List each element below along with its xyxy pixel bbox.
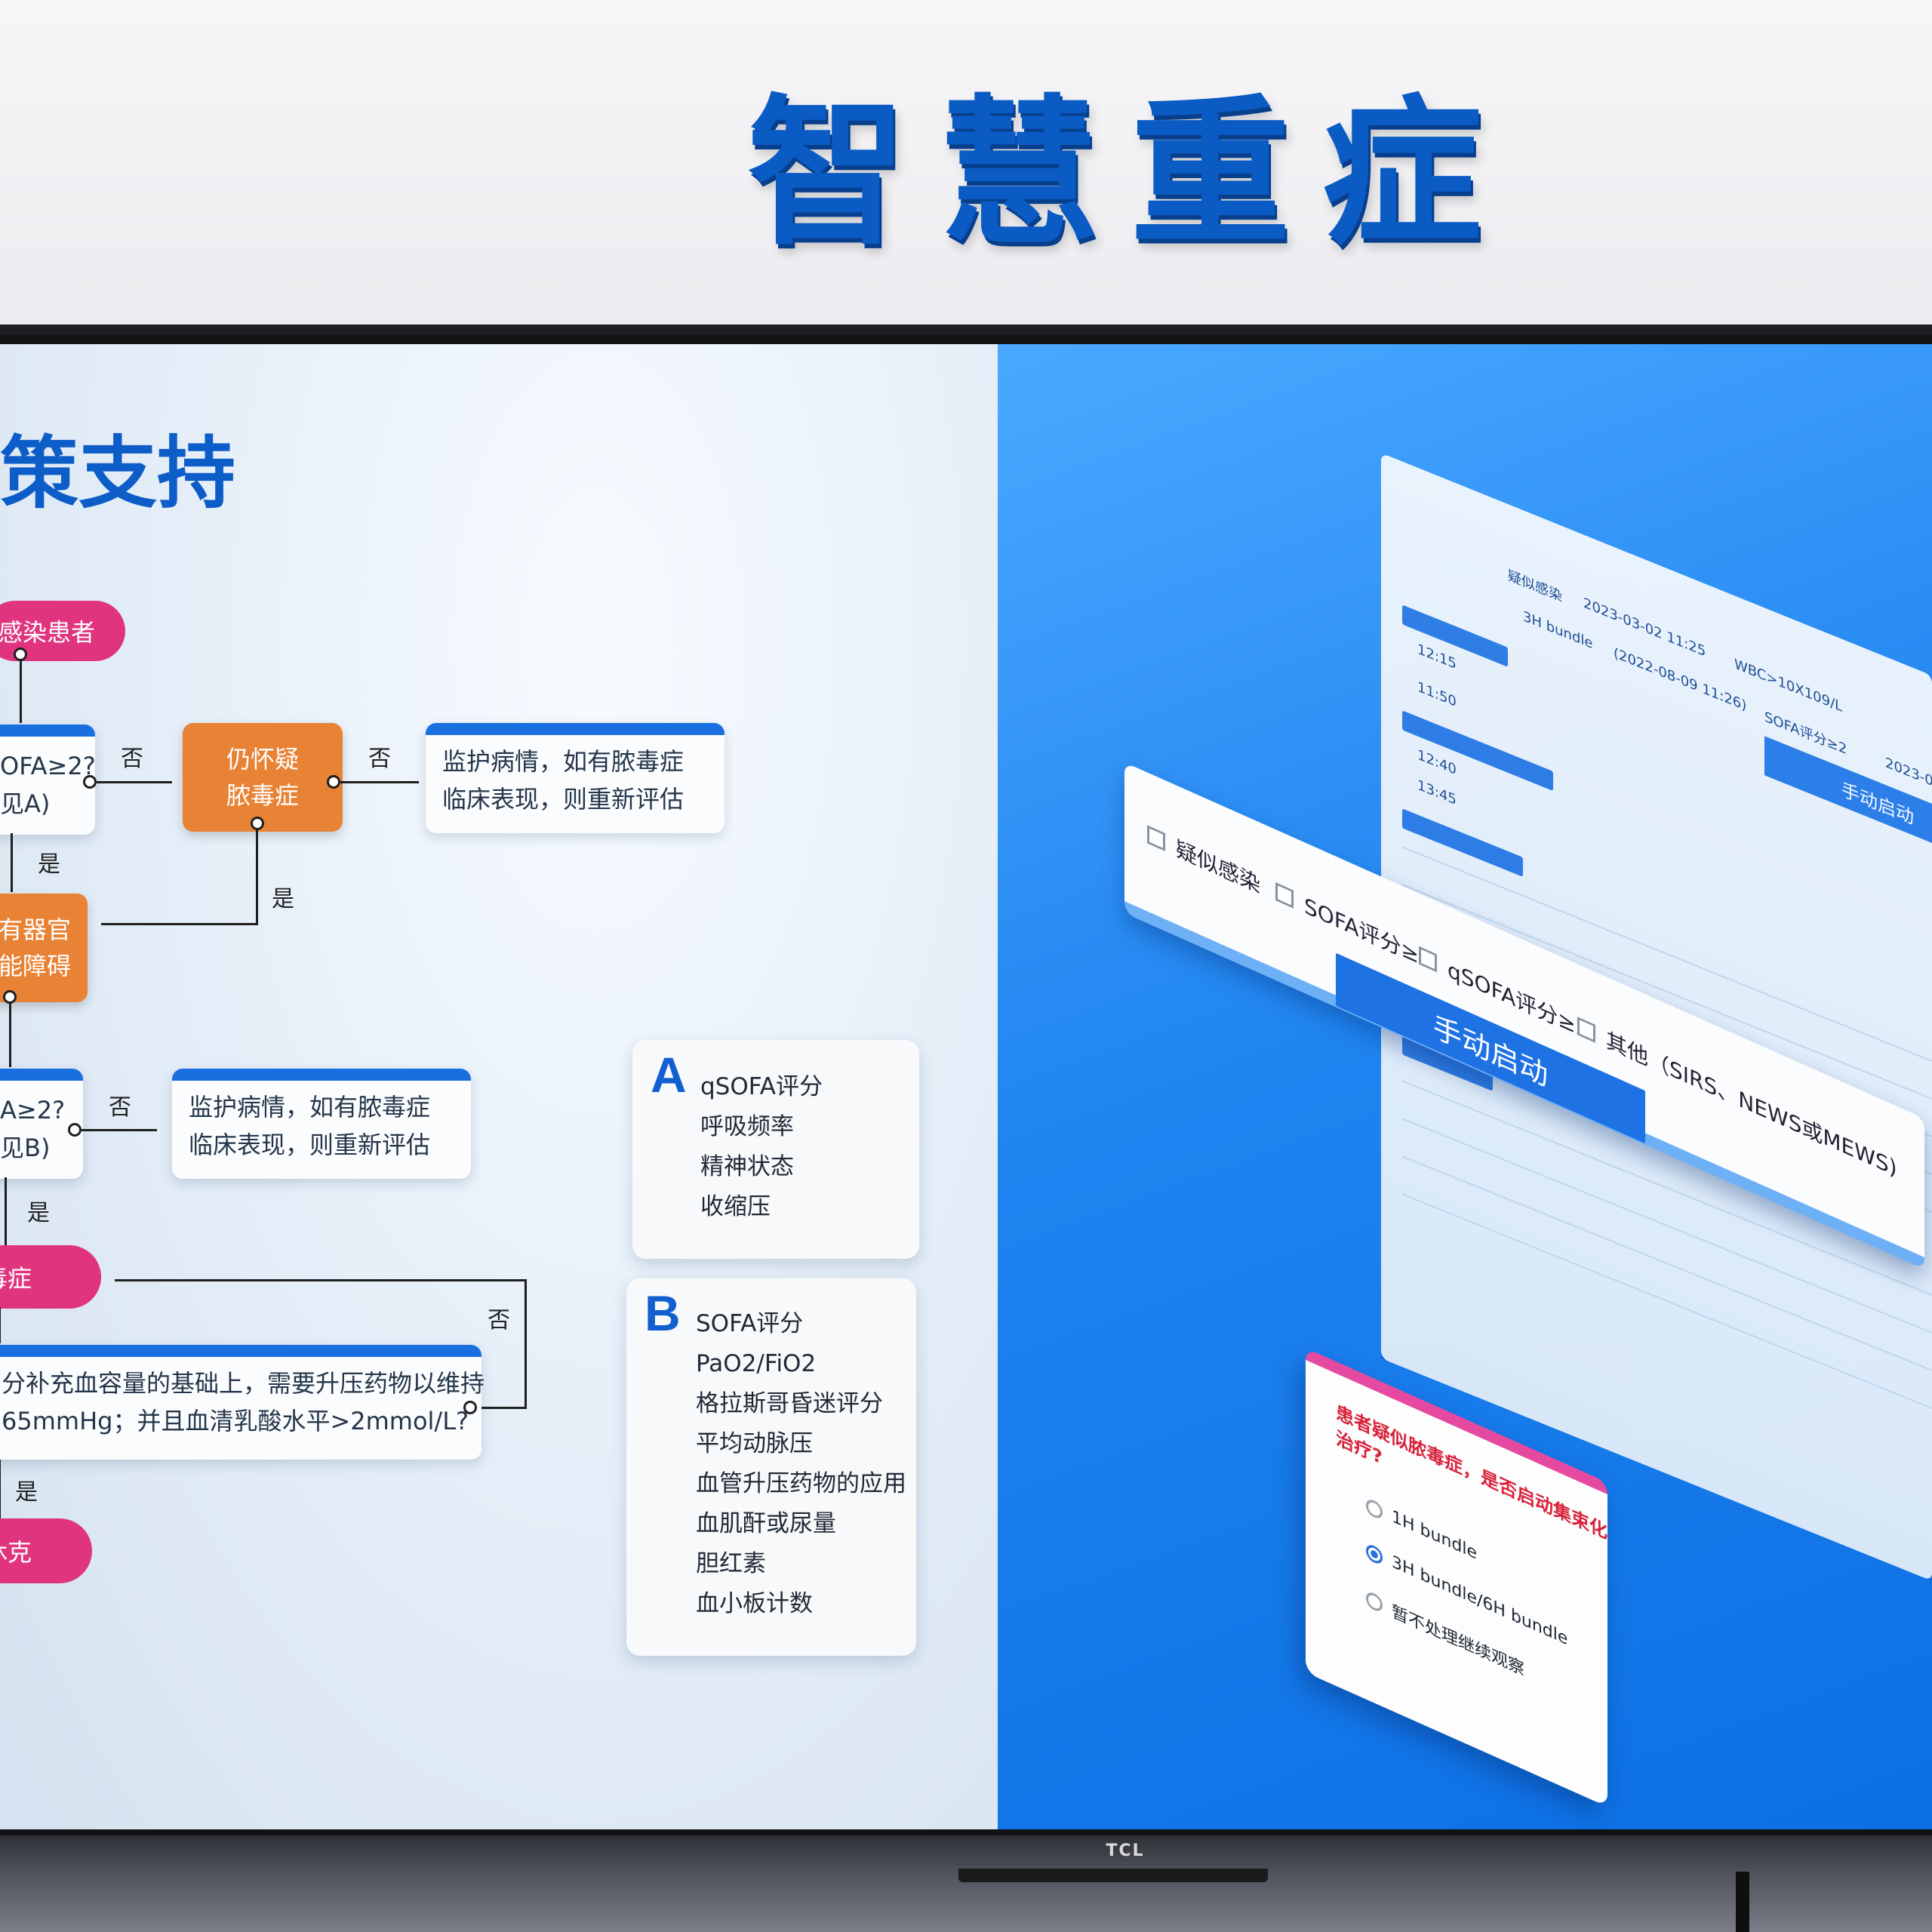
legend-b-item: 胆红素 <box>696 1550 766 1577</box>
dash-section-bar <box>1402 808 1523 877</box>
legend-b-item: 格拉斯哥昏迷评分 <box>696 1390 883 1417</box>
yes-label: 是 <box>38 851 60 878</box>
monitor-1-line1: 监护病情，如有脓毒症 <box>442 747 685 776</box>
legend-a-item: qSOFA评分 <box>700 1073 823 1100</box>
still-suspect-line1: 仍怀疑 <box>226 745 299 774</box>
connector-line <box>82 1129 157 1131</box>
connector-dot <box>3 990 17 1004</box>
yes-label: 是 <box>27 1200 50 1226</box>
legend-b-item: 血肌酐或尿量 <box>696 1510 836 1537</box>
organ-line1: 有器官 <box>0 915 72 944</box>
connector-dot <box>14 648 27 661</box>
connector-line <box>340 781 419 783</box>
legend-b-item: 血管升压药物的应用 <box>696 1470 906 1497</box>
legend-a-letter: A <box>651 1047 687 1103</box>
connector-line <box>11 833 13 892</box>
dash-bundle-time: (2022-08-09 11:26) <box>1614 645 1747 715</box>
no-label: 否 <box>109 1094 131 1121</box>
monitor-box-1: 监护病情，如有脓毒症 临床表现，则重新评估 <box>426 723 724 833</box>
connector-dot <box>327 775 340 789</box>
sepsis-label: 毒症 <box>0 1264 32 1293</box>
connector-line <box>481 1407 527 1409</box>
legend-a-items: qSOFA评分 呼吸频率 精神状态 收缩压 <box>700 1067 823 1227</box>
connector-dot <box>251 817 264 830</box>
dash-timestamp: 2023-03-02 11:25 <box>1583 595 1706 660</box>
flowchart-panel: 策支持 感染患者 OFA≥2? 见A) 否 仍怀疑 脓毒症 否 监护病情，如有脓… <box>0 344 998 1829</box>
legend-b-item: PaO2/FiO2 <box>696 1350 817 1377</box>
monitor-2-line1: 监护病情，如有脓毒症 <box>189 1093 431 1121</box>
connector-dot <box>463 1401 477 1414</box>
still-suspect-box: 仍怀疑 脓毒症 <box>183 723 343 832</box>
tv-brand-logo: TCL <box>1106 1841 1145 1860</box>
infection-patient-label: 感染患者 <box>0 618 96 647</box>
qsofa-question-line2: 见A) <box>0 789 51 818</box>
connector-dot <box>83 775 97 789</box>
tv-stand <box>958 1869 1268 1882</box>
dash-manual-start-button[interactable]: 手动启动 <box>1764 736 1932 866</box>
monitor-box-2: 监护病情，如有脓毒症 临床表现，则重新评估 <box>172 1069 471 1179</box>
legend-b-letter: B <box>645 1285 681 1341</box>
shock-node: 休克 <box>0 1518 92 1583</box>
dash-suspected-infection: 疑似感染 <box>1508 567 1562 605</box>
legend-a-item: 收缩压 <box>700 1193 771 1220</box>
checkbox-icon[interactable] <box>1577 1017 1595 1043</box>
legend-card-a: A qSOFA评分 呼吸频率 精神状态 收缩压 <box>632 1040 919 1259</box>
sepsis-node: 毒症 <box>0 1245 101 1309</box>
connector-line <box>5 1177 7 1247</box>
shock-question-line2: 65mmHg；并且血清乳酸水平>2mmol/L? <box>2 1407 469 1435</box>
connector-line <box>20 655 22 723</box>
dash-time: 12:15 <box>1417 641 1457 673</box>
connector-line <box>525 1279 527 1409</box>
yes-label: 是 <box>272 886 294 912</box>
shock-question-line1: 分补充血容量的基础上，需要升压药物以维持 <box>2 1369 485 1398</box>
organ-dysfunction-box: 有器官 能障碍 <box>0 894 88 1002</box>
floor <box>0 1835 1932 1932</box>
connector-line <box>256 830 258 925</box>
yes-label: 是 <box>15 1479 38 1506</box>
legend-card-b: B SOFA评分 PaO2/FiO2 格拉斯哥昏迷评分 平均动脉压 血管升压药物… <box>626 1278 916 1656</box>
radio-icon[interactable] <box>1366 1589 1383 1614</box>
dash-wbc: WBC>10X109/L <box>1734 656 1843 715</box>
monitor-2-line2: 临床表现，则重新评估 <box>189 1131 431 1159</box>
checkbox-icon[interactable] <box>1275 882 1294 909</box>
dash-time: 12:40 <box>1417 746 1457 779</box>
connector-line <box>0 1307 1 1343</box>
connector-line <box>115 1279 527 1281</box>
shock-label: 休克 <box>0 1538 32 1567</box>
sofa-question-line2: 见B) <box>0 1134 51 1162</box>
legend-a-item: 精神状态 <box>700 1153 794 1180</box>
dash-bundle: 3H bundle <box>1523 608 1593 653</box>
connector-dot <box>68 1123 82 1137</box>
no-label: 否 <box>368 746 391 772</box>
no-label: 否 <box>488 1307 510 1334</box>
checkbox-icon[interactable] <box>1147 825 1165 852</box>
sofa-question-line1: A≥2? <box>0 1096 66 1124</box>
connector-line <box>101 923 258 925</box>
checkbox-icon[interactable] <box>1419 946 1437 973</box>
monitor-1-line2: 临床表现，则重新评估 <box>442 785 685 814</box>
section-title: 策支持 <box>0 427 236 519</box>
dash-time: 11:50 <box>1417 678 1457 711</box>
organ-line2: 能障碍 <box>0 952 72 980</box>
no-label: 否 <box>121 746 143 772</box>
connector-line <box>9 1004 11 1067</box>
wall-sign-title: 智慧重症 <box>747 80 1514 266</box>
connector-line <box>0 1460 1 1520</box>
qsofa-question-line1: OFA≥2? <box>0 752 96 780</box>
connector-line <box>97 781 172 783</box>
tv-cable <box>1736 1872 1749 1932</box>
still-suspect-line2: 脓毒症 <box>226 781 299 810</box>
qsofa-question-box: OFA≥2? 见A) <box>0 724 96 835</box>
shock-question-box: 分补充血容量的基础上，需要升压药物以维持 65mmHg；并且血清乳酸水平>2mm… <box>0 1345 485 1460</box>
legend-b-item: 血小板计数 <box>696 1590 813 1617</box>
legend-b-item: 平均动脉压 <box>696 1430 813 1457</box>
dash-time: 13:45 <box>1417 777 1457 809</box>
sofa-question-box: A≥2? 见B) <box>0 1069 83 1179</box>
legend-b-item: SOFA评分 <box>696 1310 804 1337</box>
wall <box>0 0 1932 332</box>
legend-b-items: SOFA评分 PaO2/FiO2 格拉斯哥昏迷评分 平均动脉压 血管升压药物的应… <box>696 1304 906 1624</box>
legend-a-item: 呼吸频率 <box>700 1113 794 1140</box>
